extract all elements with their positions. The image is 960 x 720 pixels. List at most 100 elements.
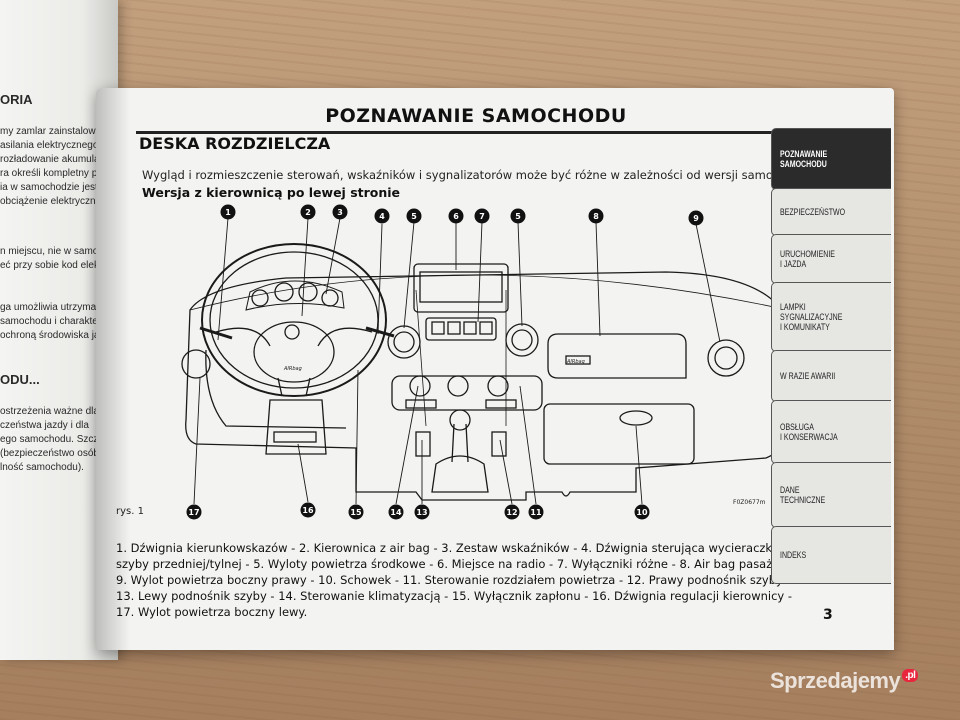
index-tab-label: POZNAWANIE SAMOCHODU — [780, 149, 828, 169]
index-tab[interactable]: POZNAWANIE SAMOCHODU — [771, 128, 891, 190]
watermark: Sprzedajemy.pl — [770, 668, 919, 694]
passenger-airbag — [547, 333, 687, 379]
svg-text:16: 16 — [302, 506, 314, 515]
watermark-text: Sprzedajemy — [770, 668, 901, 693]
svg-text:11: 11 — [530, 508, 542, 517]
svg-text:17: 17 — [188, 508, 199, 517]
svg-text:2: 2 — [305, 208, 311, 217]
index-tab-label: LAMPKI SYGNALIZACYJNE I KOMUNIKATY — [780, 302, 843, 332]
title-rule — [136, 131, 776, 134]
caption-line: 17. Wylot powietrza boczny lewy. — [116, 605, 308, 619]
left-page-line: ga umożliwia utrzymanie — [0, 302, 110, 313]
left-page-heading: ORIA — [0, 92, 33, 107]
svg-text:15: 15 — [350, 508, 362, 517]
svg-text:3: 3 — [337, 208, 343, 217]
intro-text: Wygląd i rozmieszczenie sterowań, wskaźn… — [142, 168, 812, 182]
callout-12: 12 — [504, 504, 520, 520]
index-tab[interactable]: BEZPIECZEŃSTWO — [771, 188, 891, 236]
steering-column — [265, 399, 327, 455]
steering-wheel — [201, 243, 387, 397]
index-tab-label: OBSŁUGA I KONSERWACJA — [780, 422, 838, 442]
callout-1: 1 — [220, 204, 236, 220]
side-vent-left — [181, 349, 211, 379]
index-tab[interactable]: DANE TECHNICZNE — [771, 462, 891, 528]
glovebox — [543, 403, 695, 465]
switch-bank — [425, 317, 497, 341]
callout-10: 10 — [634, 504, 650, 520]
left-page-line: my zamlar zainstalować — [0, 126, 107, 137]
callout-5-left: 5 — [406, 208, 422, 224]
callout-7: 7 — [474, 208, 490, 224]
svg-text:10: 10 — [636, 508, 648, 517]
svg-text:13: 13 — [416, 508, 427, 517]
figure-label: rys. 1 — [116, 506, 144, 517]
index-tab[interactable]: OBSŁUGA I KONSERWACJA — [771, 400, 891, 464]
index-tab-label: BEZPIECZEŃSTWO — [780, 207, 846, 217]
index-tab-label: URUCHOMIENIE I JAZDA — [780, 249, 836, 269]
svg-text:5: 5 — [411, 212, 417, 221]
callout-13: 13 — [414, 504, 430, 520]
index-tab-label: W RAZIE AWARII — [780, 371, 836, 381]
index-tab[interactable]: LAMPKI SYGNALIZACYJNE I KOMUNIKATY — [771, 282, 891, 352]
svg-text:5: 5 — [515, 212, 521, 221]
left-page-line: ia w samochodzie jest — [0, 182, 98, 193]
left-page-heading: ODU... — [0, 372, 40, 387]
left-page-line: ego samochodu. Szcze- — [0, 434, 108, 445]
callout-4: 4 — [374, 208, 390, 224]
index-tab[interactable]: URUCHOMIENIE I JAZDA — [771, 234, 891, 284]
index-tab[interactable]: W RAZIE AWARII — [771, 350, 891, 402]
callout-2: 2 — [300, 204, 316, 220]
callouts: 1 2 3 4 5 6 7 5 8 9 17 16 15 14 13 12 11… — [186, 204, 704, 520]
side-vent-right — [707, 339, 745, 377]
svg-text:12: 12 — [506, 508, 517, 517]
svg-text:7: 7 — [479, 212, 485, 221]
left-page-line: n miejscu, nie w samo- — [0, 246, 102, 257]
left-page-line: eć przy sobie kod elek- — [0, 260, 103, 271]
caption-line: 1. Dźwignia kierunkowskazów - 2. Kierown… — [116, 541, 794, 555]
svg-text:14: 14 — [390, 508, 402, 517]
left-page-line: samochodu i charaktery- — [0, 316, 110, 327]
page-title: POZNAWANIE SAMOCHODU — [325, 105, 627, 127]
center-vent-right — [505, 323, 539, 357]
gear-lever — [451, 423, 469, 463]
left-page-line: obciążenie elektryczne. — [0, 196, 104, 207]
left-page-line: (bezpieczeństwo osób) — [0, 448, 103, 459]
svg-text:9: 9 — [693, 214, 699, 223]
callout-5-right: 5 — [510, 208, 526, 224]
callout-9: 9 — [688, 210, 704, 226]
center-vent-left — [387, 325, 421, 359]
radio-slot — [413, 263, 509, 313]
manual-page: POZNAWANIE SAMOCHODU DESKA ROZDZIELCZA W… — [96, 88, 894, 650]
callout-15: 15 — [348, 504, 364, 520]
callout-6: 6 — [448, 208, 464, 224]
left-page-line: czeństwa jazdy i dla — [0, 420, 89, 431]
svg-text:8: 8 — [593, 212, 599, 221]
caption-line: 13. Lewy podnośnik szyby - 14. Sterowani… — [116, 589, 793, 603]
airbag-badge: AIRbag — [283, 366, 302, 372]
svg-text:6: 6 — [453, 212, 459, 221]
left-page-line: lność samochodu). — [0, 462, 84, 473]
page-number: 3 — [823, 607, 833, 623]
left-page-line: ra określi kompletny pc — [0, 168, 103, 179]
index-tab-label: DANE TECHNICZNE — [780, 485, 826, 505]
index-tab[interactable]: INDEKS — [771, 526, 891, 584]
page-spine-shadow — [96, 88, 130, 650]
callout-11: 11 — [528, 504, 544, 520]
left-page-line: asilania elektrycznego (co — [0, 140, 116, 151]
airbag-badge-passenger: AIRbag — [566, 359, 585, 365]
left-page-line: ostrzeżenia ważne dla — [0, 406, 99, 417]
svg-text:4: 4 — [379, 212, 385, 221]
callout-3: 3 — [332, 204, 348, 220]
callout-8: 8 — [588, 208, 604, 224]
callout-14: 14 — [388, 504, 404, 520]
callout-16: 16 — [300, 502, 316, 518]
version-subheading: Wersja z kierownicą po lewej stronie — [142, 185, 401, 200]
left-page-line: rozładowanie akumulato — [0, 154, 108, 165]
figure-caption: 1. Dźwignia kierunkowskazów - 2. Kierown… — [116, 540, 806, 620]
svg-text:1: 1 — [225, 208, 231, 217]
callout-17: 17 — [186, 504, 202, 520]
figure-code: F0Z0677m — [733, 499, 766, 506]
caption-line: szyby przedniej/tylnej - 5. Wyloty powie… — [116, 557, 799, 571]
section-title: DESKA ROZDZIELCZA — [139, 134, 331, 153]
climate-panel — [391, 375, 543, 411]
